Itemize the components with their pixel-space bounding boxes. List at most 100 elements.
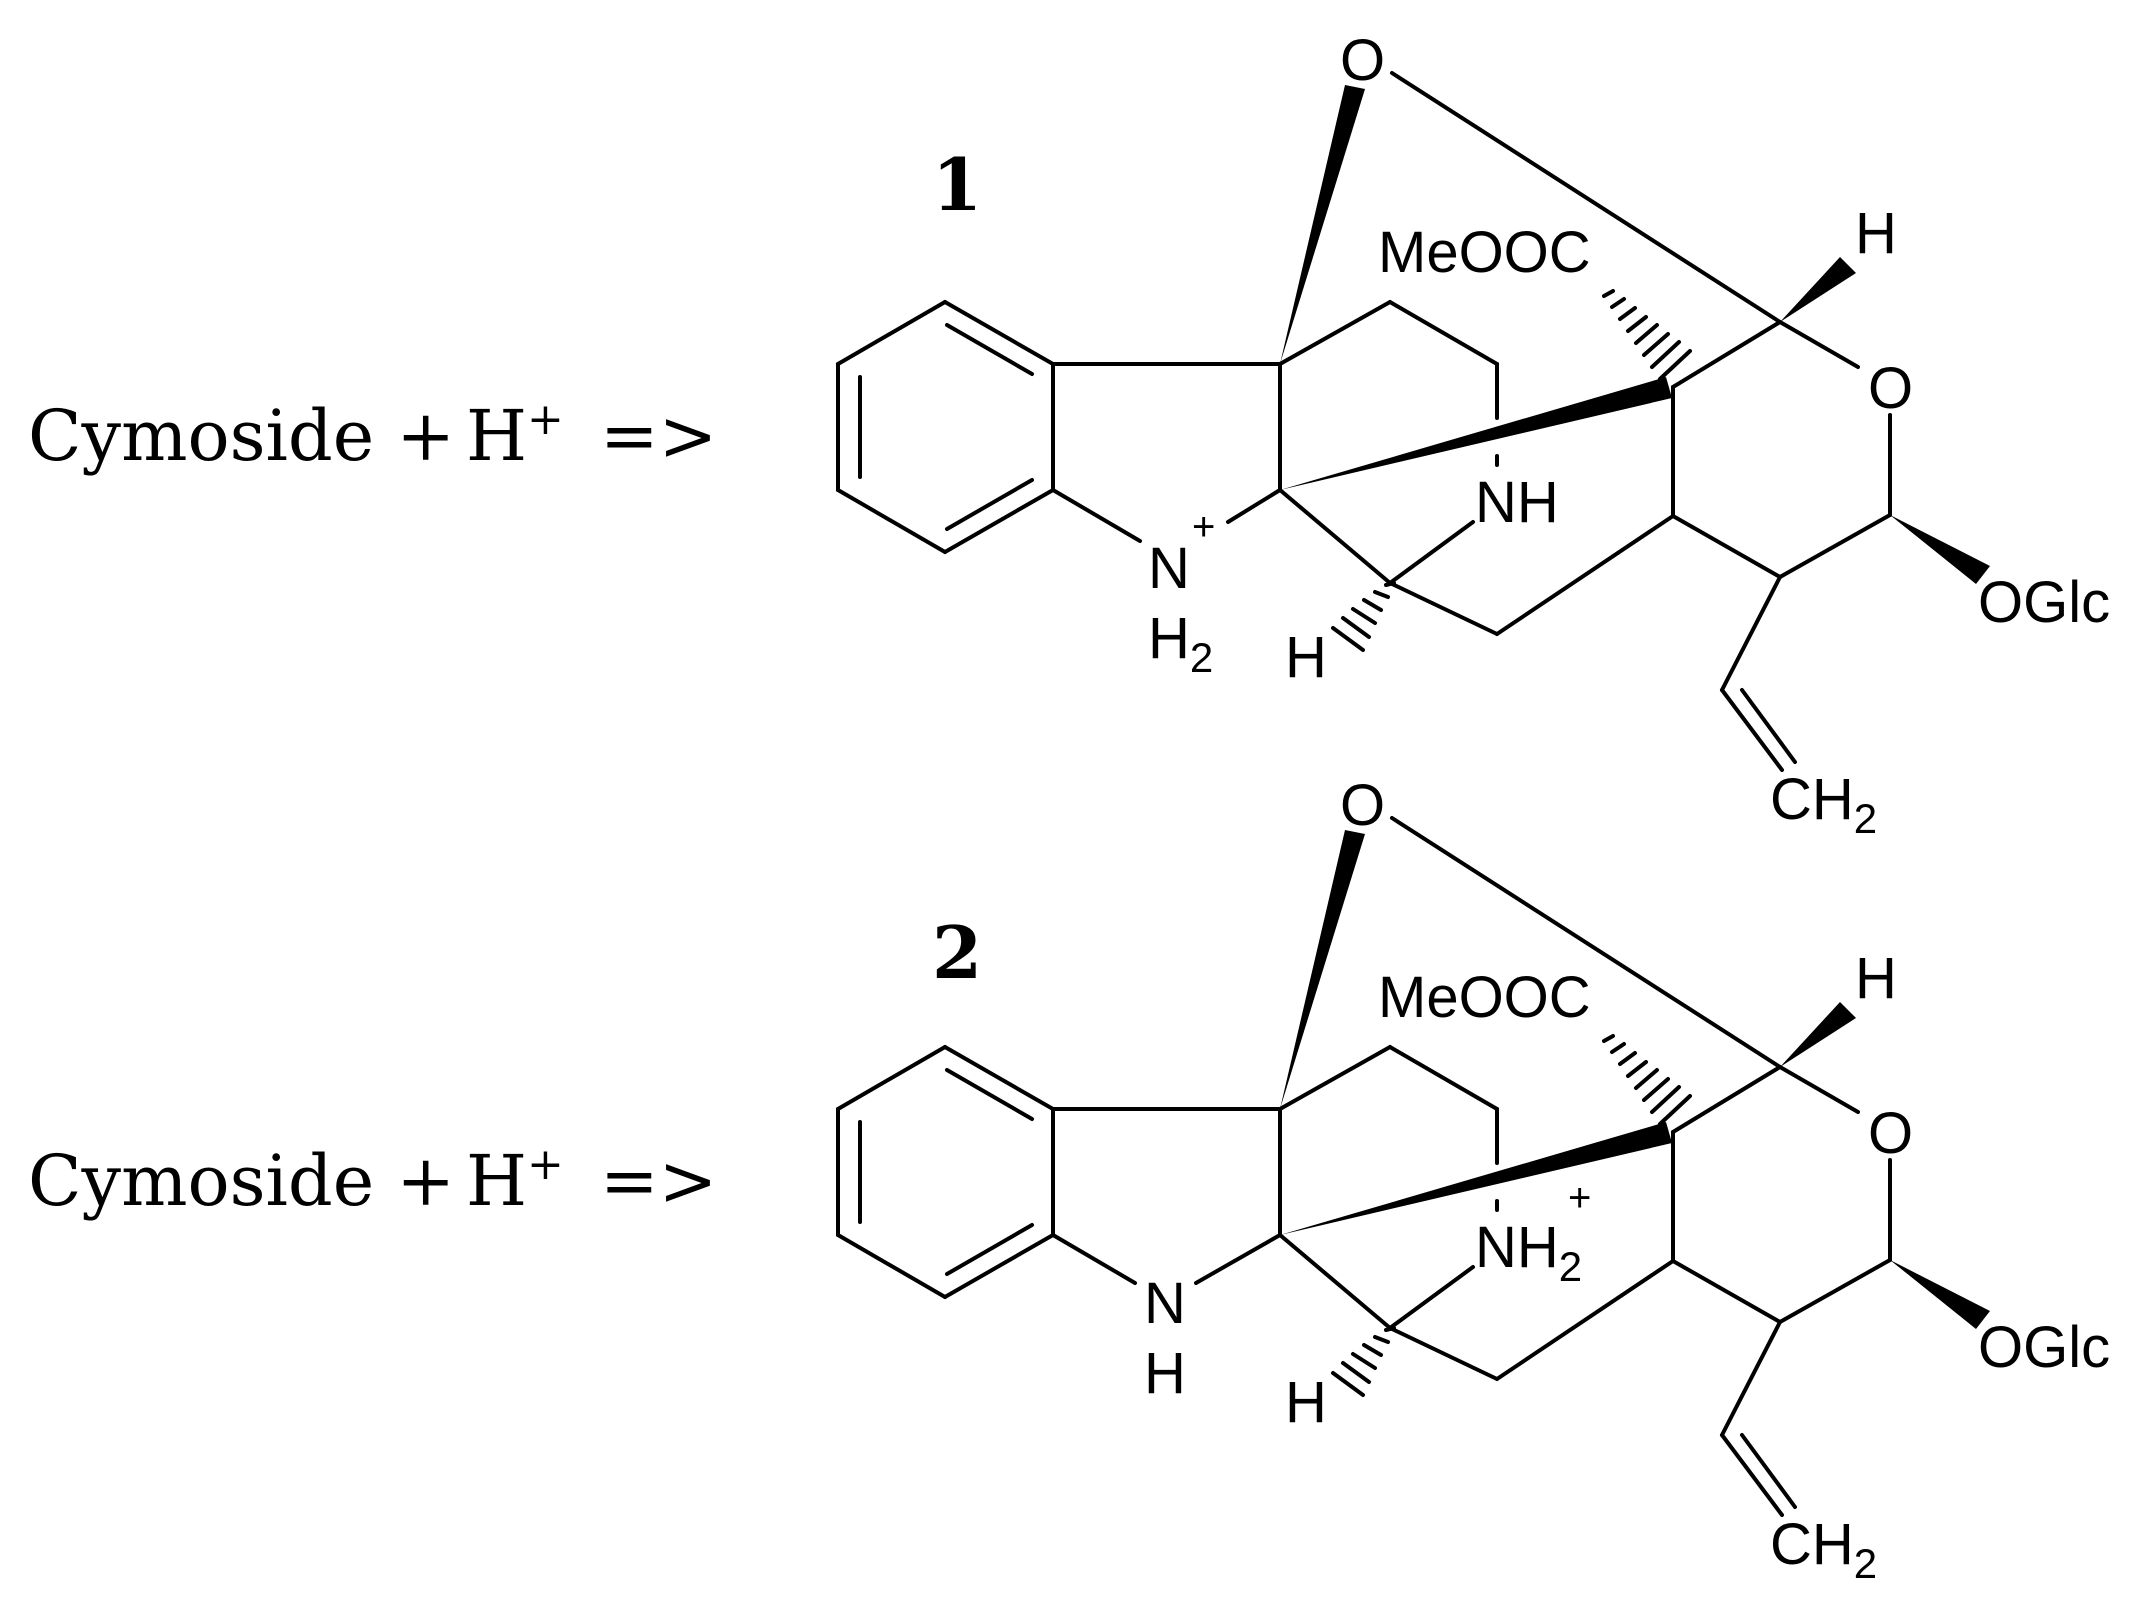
bond [1226, 488, 1282, 524]
hash-bond [1602, 289, 1692, 381]
bond [1388, 581, 1499, 636]
bond [1051, 1233, 1137, 1285]
wedge-bond [1280, 377, 1672, 490]
atom-label-ch: CH [1770, 767, 1854, 832]
bond [1390, 816, 1782, 1069]
atom-label-h: H [1144, 1341, 1186, 1406]
bond [836, 300, 947, 366]
bond [1720, 1433, 1784, 1517]
atom-label-ch2: CH2 [1770, 767, 1877, 842]
equation-2-proton-base: H [466, 1140, 527, 1222]
bond [1388, 300, 1499, 366]
bond [836, 1045, 947, 1111]
atom-label-o: O [1340, 773, 1385, 838]
equation-2-proton-charge: + [527, 1139, 564, 1190]
aromatic-bond [945, 323, 1034, 376]
atom-label-n: N [1144, 1271, 1186, 1336]
bond [1720, 1320, 1782, 1437]
atom-label-h: H [1285, 625, 1327, 690]
equation-2-lhs: Cymoside + [28, 1140, 455, 1222]
atom-label-ch2: CH2 [1770, 1512, 1877, 1587]
atom-label-h: H [1148, 606, 1190, 671]
equation-1-lhs: Cymoside + [28, 395, 455, 477]
equation-1: Cymoside + H+ => 1 [28, 28, 2110, 842]
double-bond [1740, 1433, 1797, 1509]
atom-label-nh: NH [1475, 470, 1559, 535]
subscript-2: 2 [1854, 1540, 1877, 1587]
hash-bond [1331, 581, 1396, 652]
wedge-bond [1780, 1002, 1856, 1067]
bond [943, 1045, 1055, 1111]
bond [1278, 1045, 1392, 1111]
bond [1051, 488, 1142, 543]
bond [1778, 1065, 1860, 1114]
bond [943, 488, 1055, 554]
bond [1671, 1065, 1782, 1134]
subscript-2: 2 [1854, 795, 1877, 842]
bond [943, 300, 1055, 366]
equation-1-proton-charge: + [527, 394, 564, 445]
equation-1-proton-base: H [466, 395, 527, 477]
bond [836, 1233, 947, 1299]
bond [1388, 520, 1475, 585]
bond [1778, 1258, 1892, 1324]
atom-label-n: N [1148, 536, 1190, 601]
wedge-bond [1280, 1122, 1672, 1235]
wedge-bond [1890, 1260, 1990, 1329]
compound-2-number: 2 [932, 910, 982, 995]
bond [1194, 1233, 1282, 1285]
wedge-bond [1780, 257, 1856, 322]
equation-2-arrow: => [600, 1140, 717, 1222]
oglc-label: OGlc [1978, 570, 2110, 635]
oglc-label: OGlc [1978, 1315, 2110, 1380]
bond [1671, 514, 1782, 579]
bond [1278, 1233, 1392, 1330]
bond [1388, 1045, 1499, 1111]
charge-plus: + [1192, 505, 1215, 549]
charge-plus: + [1568, 1176, 1591, 1220]
compound-2-structure: O MeOOC H O NH2 + N H H OGlc CH2 [836, 773, 2110, 1587]
atom-label-h: H [1855, 201, 1897, 266]
atom-label-h: H [1855, 946, 1897, 1011]
bond [1720, 575, 1782, 692]
ester-label: MeOOC [1378, 965, 1591, 1030]
atom-label-h2: H2 [1148, 606, 1213, 681]
bond [1278, 300, 1392, 366]
bond [1778, 320, 1860, 369]
bond [1671, 1259, 1782, 1324]
equation-2-proton: H+ [466, 1139, 564, 1222]
equation-1-arrow: => [600, 395, 717, 477]
hash-bond [1602, 1034, 1692, 1126]
compound-1-structure: O MeOOC H O NH N + H2 H OGlc CH2 [836, 28, 2110, 842]
aromatic-bond [945, 1223, 1034, 1276]
ester-label: MeOOC [1378, 220, 1591, 285]
bond [943, 1233, 1055, 1299]
atom-label-o: O [1340, 28, 1385, 93]
bond [1495, 1259, 1675, 1381]
atom-label-o: O [1868, 356, 1913, 421]
bond [836, 488, 947, 554]
wedge-bond [1280, 85, 1365, 364]
bond [1388, 1326, 1499, 1381]
aromatic-bond [945, 478, 1034, 531]
atom-label-o: O [1868, 1101, 1913, 1166]
aromatic-bond [945, 1068, 1034, 1121]
double-bond [1740, 688, 1797, 764]
atom-label-h: H [1285, 1370, 1327, 1435]
wedge-bond [1280, 830, 1365, 1109]
equation-1-proton: H+ [466, 394, 564, 477]
compound-1-number: 1 [932, 142, 982, 227]
equation-2: Cymoside + H+ => 2 [28, 773, 2110, 1587]
bond [1778, 513, 1892, 579]
hash-bond [1331, 1326, 1396, 1397]
bond [1495, 514, 1675, 636]
subscript-2: 2 [1559, 1243, 1582, 1290]
bond [1390, 71, 1782, 324]
subscript-2: 2 [1190, 634, 1213, 681]
atom-label-ch: CH [1770, 1512, 1854, 1577]
bond [1720, 688, 1784, 772]
bond [1671, 320, 1782, 389]
bond [1278, 488, 1392, 585]
atom-label-nh: NH [1475, 1215, 1559, 1280]
